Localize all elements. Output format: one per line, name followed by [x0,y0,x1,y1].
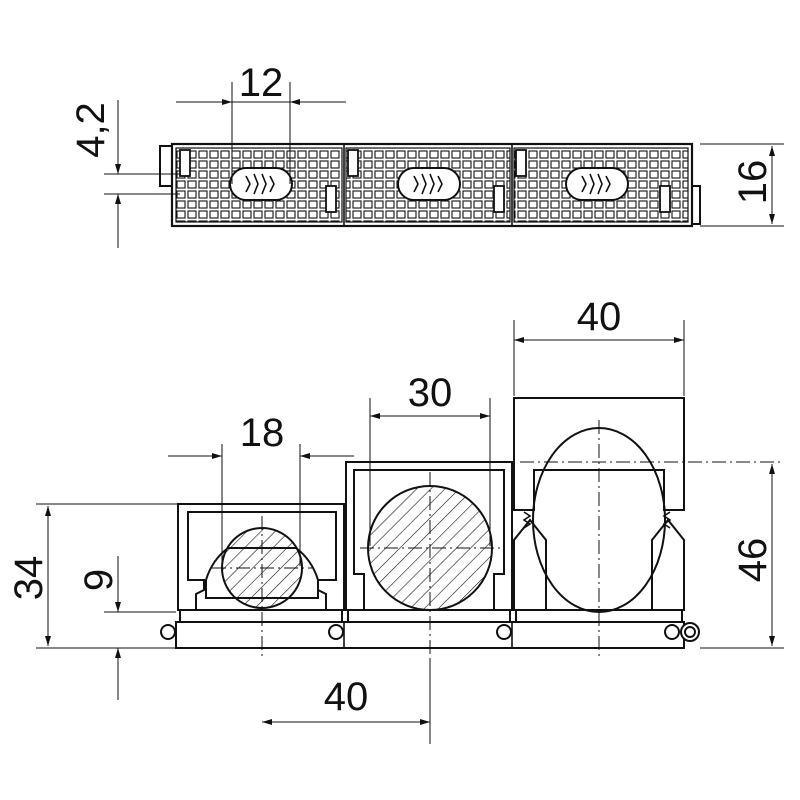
window [325,185,337,213]
dim-height-left: 34 [7,556,51,601]
dim-base-height: 9 [77,569,121,591]
window [347,149,359,177]
front-view: 18 30 40 40 34 9 46 [7,295,784,744]
window [179,149,191,177]
clamp-small [177,503,345,660]
window [659,185,671,213]
dim-clamp-large: 40 [577,295,622,339]
clamp-large [513,397,780,660]
dim-offset: 4,2 [69,102,113,158]
slot-3 [565,167,629,201]
connector-knob [328,624,344,640]
connector-knob [496,624,512,640]
dim-pitch: 40 [324,675,369,719]
window [515,149,527,177]
dim-height-right: 46 [731,538,775,583]
connector-knob-inner [684,626,696,638]
top-view: 12 4,2 16 [69,61,784,248]
slot-1 [229,167,293,201]
clamp-medium [345,461,513,660]
connector-knob [664,624,680,640]
left-tab [159,145,173,187]
dim-clamp-medium: 30 [408,371,453,415]
dim-clamp-small: 18 [240,411,285,455]
window [493,185,505,213]
dim-height-top: 16 [731,160,775,205]
slot-2 [397,167,461,201]
connector-knob [160,624,176,640]
dim-slot-pitch: 12 [239,61,284,105]
